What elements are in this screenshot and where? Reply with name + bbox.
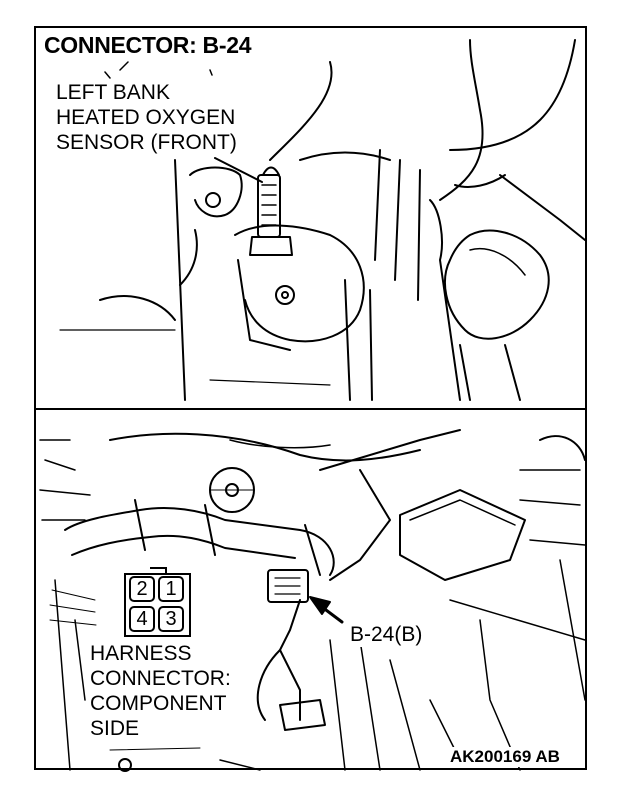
diagram-frame	[34, 26, 587, 770]
pin-4: 4	[129, 606, 155, 632]
connector-id-label: B-24(B)	[348, 623, 425, 647]
pin-2: 2	[129, 576, 155, 602]
panel-divider	[34, 408, 587, 410]
page-title: CONNECTOR: B-24	[42, 32, 254, 59]
pin-3: 3	[158, 606, 184, 632]
sensor-callout-label: LEFT BANK HEATED OXYGEN SENSOR (FRONT)	[56, 80, 237, 155]
top-panel-drawing	[59, 39, 586, 401]
bottom-panel-drawing	[39, 429, 586, 772]
harness-connector-label: HARNESS CONNECTOR: COMPONENT SIDE	[90, 641, 231, 741]
figure-code: AK200169 AB	[448, 747, 562, 767]
pin-1: 1	[158, 576, 184, 602]
